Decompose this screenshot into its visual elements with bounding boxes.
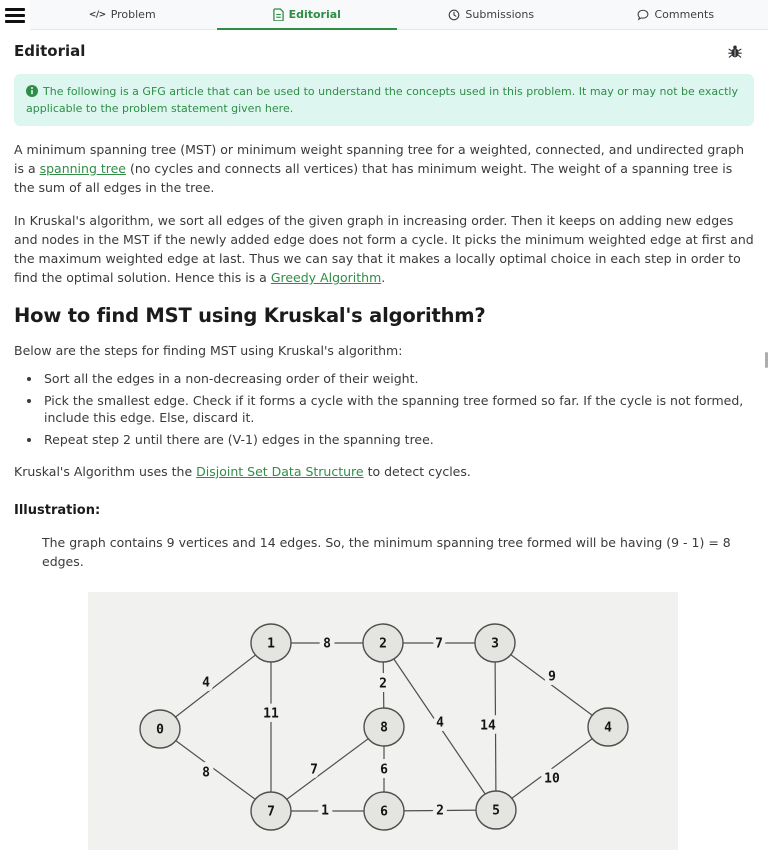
node-label-5: 5 [492,804,500,819]
document-icon [273,8,284,21]
edge-weight-5-6: 2 [436,804,444,819]
tab-editorial[interactable]: Editorial [215,0,400,29]
illustration-heading: Illustration: [14,503,754,518]
node-label-4: 4 [604,721,612,736]
graph-edge-3-4 [495,643,608,727]
steps-intro: Below are the steps for finding MST usin… [14,341,754,360]
tab-comments[interactable]: Comments [584,0,768,29]
graph-figure: 4 8 8 11 7 2 4 9 14 10 2 1 6 7 0 1 2 3 4 5 6 7 8 [88,592,678,850]
page-title: Editorial [14,42,85,60]
tab-submissions-label: Submissions [465,8,534,21]
tab-submissions[interactable]: Submissions [399,0,584,29]
top-tab-bar: </> Problem Editorial Submissions Commen… [0,0,768,30]
note-text: The following is a GFG article that can … [26,85,738,115]
disjoint-set-link[interactable]: Disjoint Set Data Structure [196,464,363,479]
edge-weight-4-5: 10 [544,772,560,787]
node-label-3: 3 [491,637,499,652]
node-label-2: 2 [379,637,387,652]
edge-weight-3-4: 9 [548,670,556,685]
code-icon: </> [89,10,106,20]
clock-icon [448,9,460,21]
kruskal-steps-list: Sort all the edges in a non-decreasing o… [42,370,754,448]
menu-button[interactable] [0,0,30,30]
edge-weight-0-1: 4 [202,676,210,691]
edge-weight-1-2: 8 [323,637,331,652]
comment-icon [637,9,649,21]
node-label-6: 6 [380,805,388,820]
step-item: Pick the smallest edge. Check if it form… [42,392,754,427]
step-item: Sort all the edges in a non-decreasing o… [42,370,754,388]
gfg-article-note: The following is a GFG article that can … [14,74,754,126]
tab-editorial-label: Editorial [289,8,341,21]
menu-icon [5,8,25,11]
how-to-heading: How to find MST using Kruskal's algorith… [14,304,754,327]
illustration-text: The graph contains 9 vertices and 14 edg… [42,533,754,571]
paragraph-kruskal-overview: In Kruskal's algorithm, we sort all edge… [14,211,754,287]
graph-edge-7-8 [271,727,384,811]
tab-problem-label: Problem [111,8,156,21]
tab-problem[interactable]: </> Problem [30,0,215,29]
tab-strip: </> Problem Editorial Submissions Commen… [30,0,768,29]
tab-comments-label: Comments [654,8,714,21]
edge-weight-7-8: 7 [310,763,318,778]
edge-weight-1-7: 11 [263,707,279,722]
info-icon [26,85,38,97]
edge-weight-2-3: 7 [435,637,443,652]
mst-graph-diagram: 4 8 8 11 7 2 4 9 14 10 2 1 6 7 0 1 2 3 4 5 6 7 8 [88,592,678,850]
node-label-8: 8 [380,721,388,736]
node-label-0: 0 [156,723,164,738]
node-label-7: 7 [267,805,275,820]
graph-edge-0-7 [160,729,271,811]
edge-weight-0-7: 8 [202,766,210,781]
paragraph-mst-definition: A minimum spanning tree (MST) or minimum… [14,140,754,197]
spanning-tree-link[interactable]: spanning tree [40,161,126,176]
edge-weight-6-8: 6 [380,763,388,778]
paragraph-disjoint-set: Kruskal's Algorithm uses the Disjoint Se… [14,462,754,481]
edge-weight-2-5: 4 [436,716,444,731]
node-label-1: 1 [267,637,275,652]
report-bug-icon[interactable] [728,44,742,59]
graph-edge-0-1 [160,643,271,729]
greedy-algorithm-link[interactable]: Greedy Algorithm [271,270,381,285]
editorial-content: Editorial The following is a GFG article… [0,42,768,850]
graph-edge-4-5 [496,727,608,810]
edge-weight-3-5: 14 [480,719,496,734]
edge-weight-2-8: 2 [379,677,387,692]
step-item: Repeat step 2 until there are (V-1) edge… [42,431,754,449]
edge-weight-6-7: 1 [321,804,329,819]
